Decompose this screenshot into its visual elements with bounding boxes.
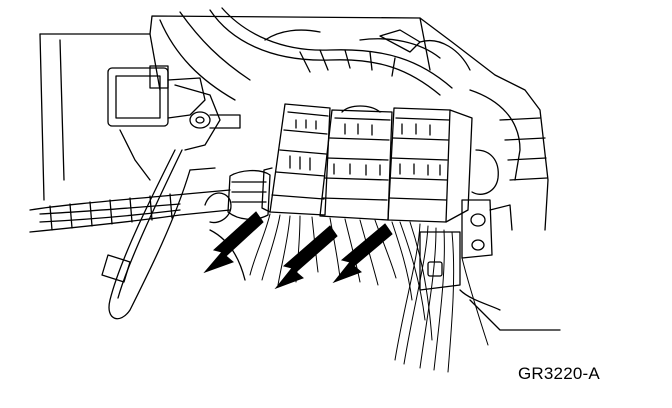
- arrow-right: [332, 223, 393, 284]
- connector-2: [319, 105, 393, 221]
- left-wire-loop: [101, 149, 216, 320]
- right-components: [419, 89, 521, 311]
- left-bracket: [107, 65, 241, 181]
- arrow-middle: [274, 225, 338, 290]
- arrow-left: [203, 211, 264, 274]
- left-harness-bundle: [29, 169, 271, 233]
- connector-3: [387, 107, 473, 223]
- background-panel: [39, 15, 549, 231]
- upper-harness: [159, 7, 471, 101]
- connector-1: [261, 103, 331, 216]
- figure-id-label: GR3220-A: [518, 364, 600, 383]
- lower-structure: [209, 229, 561, 331]
- indicator-arrows: [203, 211, 393, 290]
